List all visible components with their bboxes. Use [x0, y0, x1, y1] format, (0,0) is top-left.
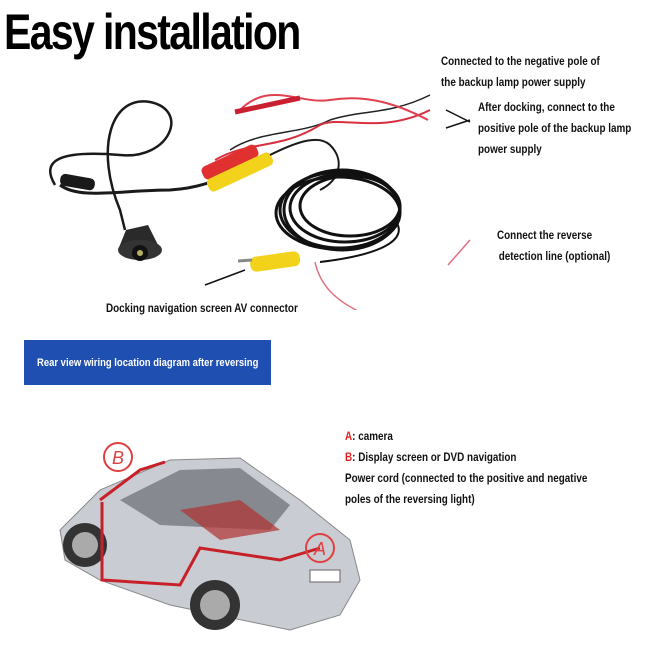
legend: A: camera B: Display screen or DVD navig… — [345, 427, 587, 511]
callout-negative-pole: Connected to the negative pole of the ba… — [441, 52, 600, 94]
legend-item-display: B: Display screen or DVD navigation — [345, 448, 587, 469]
callout-line: the backup lamp power supply — [441, 77, 586, 89]
callout-av-connector: Docking navigation screen AV connector — [106, 303, 298, 315]
page-title: Easy installation — [4, 4, 301, 60]
banner-label: Rear view wiring location diagram after … — [36, 356, 259, 369]
callout-positive-pole: After docking, connect to the positive p… — [478, 98, 631, 161]
callout-line: positive pole of the backup lamp — [478, 123, 632, 135]
callout-line: Connected to the negative pole of — [441, 56, 600, 68]
legend-text-a: : camera — [352, 431, 393, 443]
callout-reverse-detection: Connect the reverse detection line (opti… — [497, 226, 610, 268]
callout-line: detection line (optional) — [498, 251, 611, 263]
callout-line: Connect the reverse — [497, 230, 593, 242]
label-b: B — [112, 448, 124, 468]
legend-key-a: A — [345, 431, 353, 443]
legend-item-camera: A: camera — [345, 427, 587, 448]
wiring-diagram-banner: Rear view wiring location diagram after … — [24, 340, 271, 385]
car-wiring-diagram: B A — [59, 442, 361, 631]
camera-kit-illustration — [49, 94, 471, 310]
legend-key-b: B — [345, 452, 353, 464]
legend-power-line: Power cord (connected to the positive an… — [345, 473, 588, 485]
legend-power-line: poles of the reversing light) — [345, 494, 475, 506]
legend-text-b: : Display screen or DVD navigation — [352, 452, 517, 464]
callout-line: After docking, connect to the — [478, 102, 615, 114]
label-a: A — [313, 539, 326, 559]
callout-line: power supply — [478, 144, 542, 156]
